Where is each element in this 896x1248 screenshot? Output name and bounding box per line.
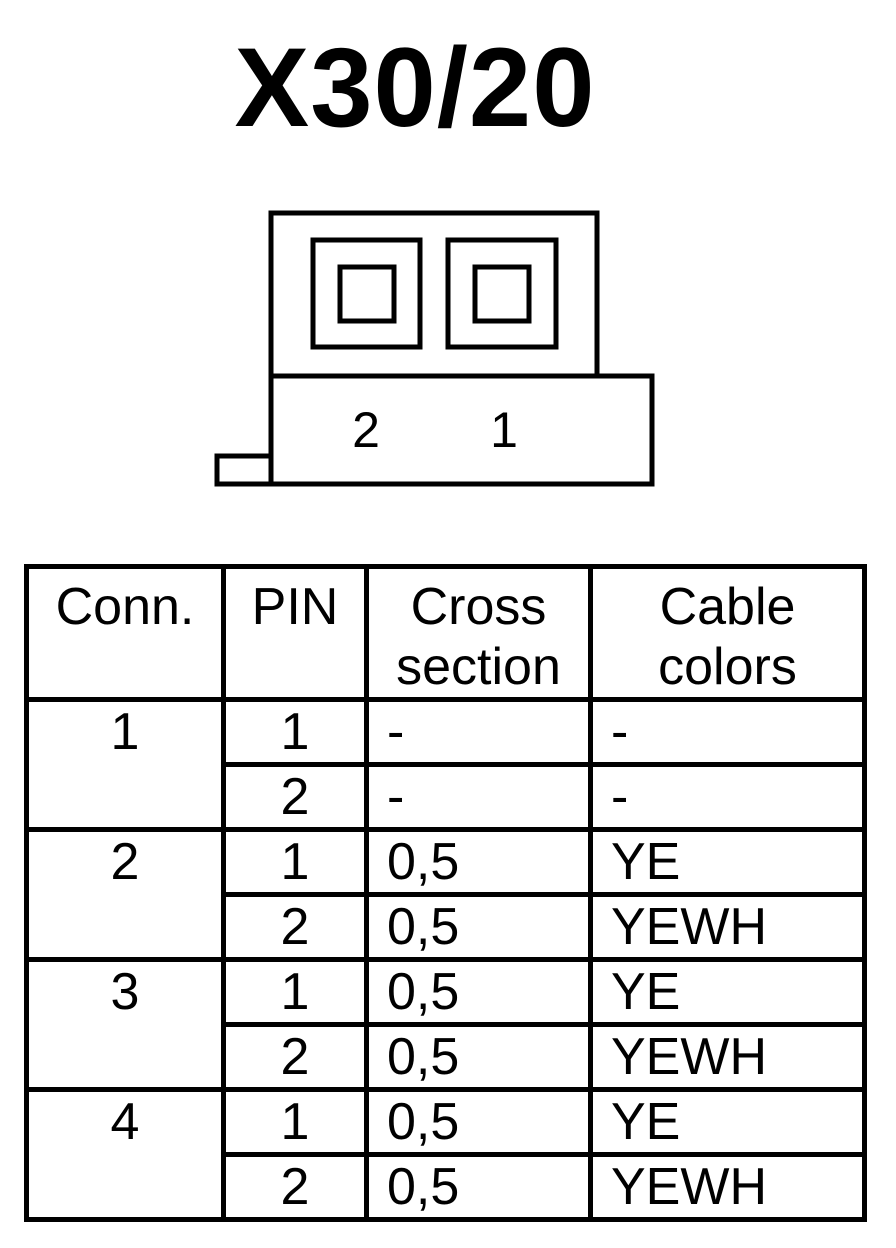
pin-cell: 1 [221,697,369,767]
cable-color-cell: - [588,697,867,767]
pin-cell: 2 [221,1152,369,1222]
cross-section-cell: 0,5 [364,892,593,962]
connector-diagram: 2 1 [214,210,655,487]
pin-cell: 1 [221,1087,369,1157]
cross-section-cell: 0,5 [364,1087,593,1157]
header-conn: Conn. [24,564,226,702]
header-cross-line1: Cross [410,578,547,636]
table-row: 2 0,5 YEWH [27,1022,867,1092]
header-cross-line2: section [396,638,561,696]
connector-housing-top [268,210,600,379]
cross-section-cell: 0,5 [364,1152,593,1222]
pin-cell: 1 [221,827,369,897]
connector-latch [214,453,274,487]
conn-cell: 1 [24,697,226,832]
connector-title: X30/20 [234,25,596,150]
table-row: 2 - - [27,762,867,832]
cable-color-cell: YE [588,827,867,897]
socket-1-outer [445,237,559,350]
cross-section-cell: 0,5 [364,827,593,897]
table-row: 2 0,5 YEWH [27,892,867,962]
pin-label-1: 1 [490,402,518,458]
header-conn-label: Conn. [55,578,195,636]
socket-2-inner [337,264,397,324]
socket-2-outer [310,237,423,350]
cable-color-cell: YE [588,957,867,1027]
header-pin: PIN [221,564,369,702]
table-row: 2 0,5 YEWH [27,1152,867,1222]
header-cable-colors: Cable colors [588,564,867,702]
cable-color-cell: YEWH [588,1152,867,1222]
pin-label-2: 2 [352,402,380,458]
table-row: 3 1 0,5 YE [24,957,867,1092]
pin-cell: 2 [221,1022,369,1092]
table-row: 4 1 0,5 YE [24,1087,867,1222]
connector-housing-bottom [268,373,655,487]
header-color-line1: Cable [659,578,796,636]
pin-cell: 2 [221,762,369,832]
socket-1-inner [472,264,532,324]
conn-cell: 3 [24,957,226,1092]
cable-color-cell: - [588,762,867,832]
cross-section-cell: - [364,697,593,767]
pinout-table: Conn. PIN Cross section Cable colors 1 1… [24,564,867,1222]
conn-cell: 2 [24,827,226,962]
cable-color-cell: YEWH [588,892,867,962]
table-row: 2 1 0,5 YE [24,827,867,962]
header-pin-label: PIN [251,578,339,636]
cross-section-cell: 0,5 [364,1022,593,1092]
conn-cell: 4 [24,1087,226,1222]
table-row: 1 1 - - [24,697,867,832]
cable-color-cell: YEWH [588,1022,867,1092]
pin-cell: 1 [221,957,369,1027]
cross-section-cell: - [364,762,593,832]
cross-section-cell: 0,5 [364,957,593,1027]
header-color-line2: colors [658,638,797,696]
pin-cell: 2 [221,892,369,962]
cable-color-cell: YE [588,1087,867,1157]
table-header-row: Conn. PIN Cross section Cable colors [24,564,867,702]
header-cross-section: Cross section [364,564,593,702]
